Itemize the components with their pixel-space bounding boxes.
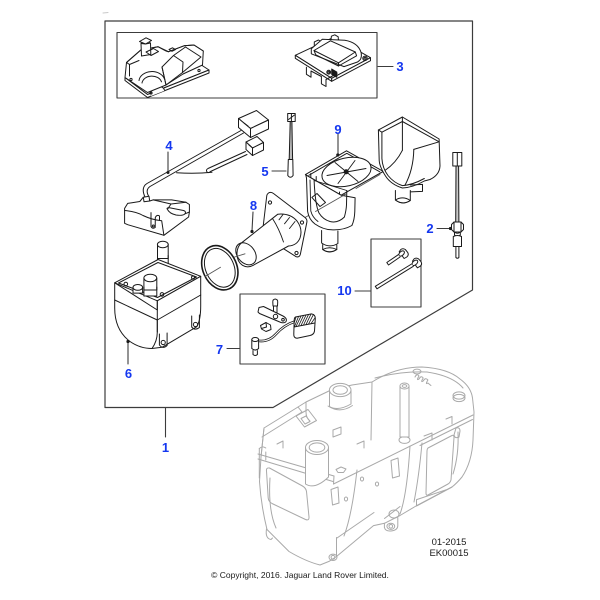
svg-text:10: 10 bbox=[337, 283, 351, 298]
svg-text:7: 7 bbox=[216, 342, 223, 357]
svg-text:5: 5 bbox=[261, 164, 268, 179]
svg-text:9: 9 bbox=[334, 122, 341, 137]
svg-text:© Copyright, 2016. Jaguar Land: © Copyright, 2016. Jaguar Land Rover Lim… bbox=[211, 570, 389, 580]
svg-text:4: 4 bbox=[165, 138, 173, 153]
svg-text:8: 8 bbox=[250, 198, 257, 213]
svg-text:1: 1 bbox=[162, 440, 169, 455]
svg-text:6: 6 bbox=[125, 366, 132, 381]
svg-text:3: 3 bbox=[396, 59, 403, 74]
svg-text:01-2015: 01-2015 bbox=[432, 537, 467, 548]
svg-text:EK00015: EK00015 bbox=[429, 548, 468, 559]
svg-text:2: 2 bbox=[426, 221, 433, 236]
